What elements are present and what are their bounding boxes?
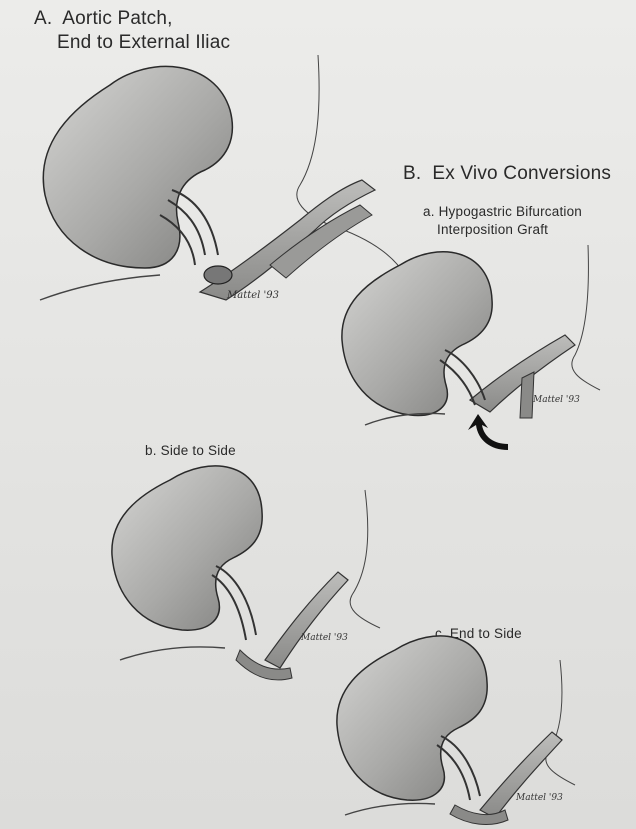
artist-signature-b-b: Mattel '93 [300,633,348,643]
ureter [120,647,225,660]
ureter [40,275,160,300]
iliac-artery [265,572,348,668]
kidney-outline [337,636,487,800]
iliac-artery [480,732,562,818]
artist-signature-a: Mattel '93 [226,290,279,301]
artist-signature-b-a: Mattel '93 [532,395,580,405]
aortic-patch [204,266,232,284]
bladder-outline [546,660,575,785]
rotation-arrow-icon [468,414,508,450]
bladder-outline [572,245,600,390]
kidney-outline [112,466,262,630]
subpanel-c-illustration: Mattel '93 [337,636,575,825]
hypogastric-branch [520,372,534,418]
ureter [365,413,445,425]
panel-a-illustration: Mattel '93 [40,55,405,301]
kidney-outline [43,66,232,268]
subpanel-a-illustration: Mattel '93 [342,245,600,450]
bladder-outline [350,490,380,628]
artist-signature-b-c: Mattel '93 [515,793,563,803]
ureter [345,803,435,815]
subpanel-b-illustration: Mattel '93 [112,466,380,680]
